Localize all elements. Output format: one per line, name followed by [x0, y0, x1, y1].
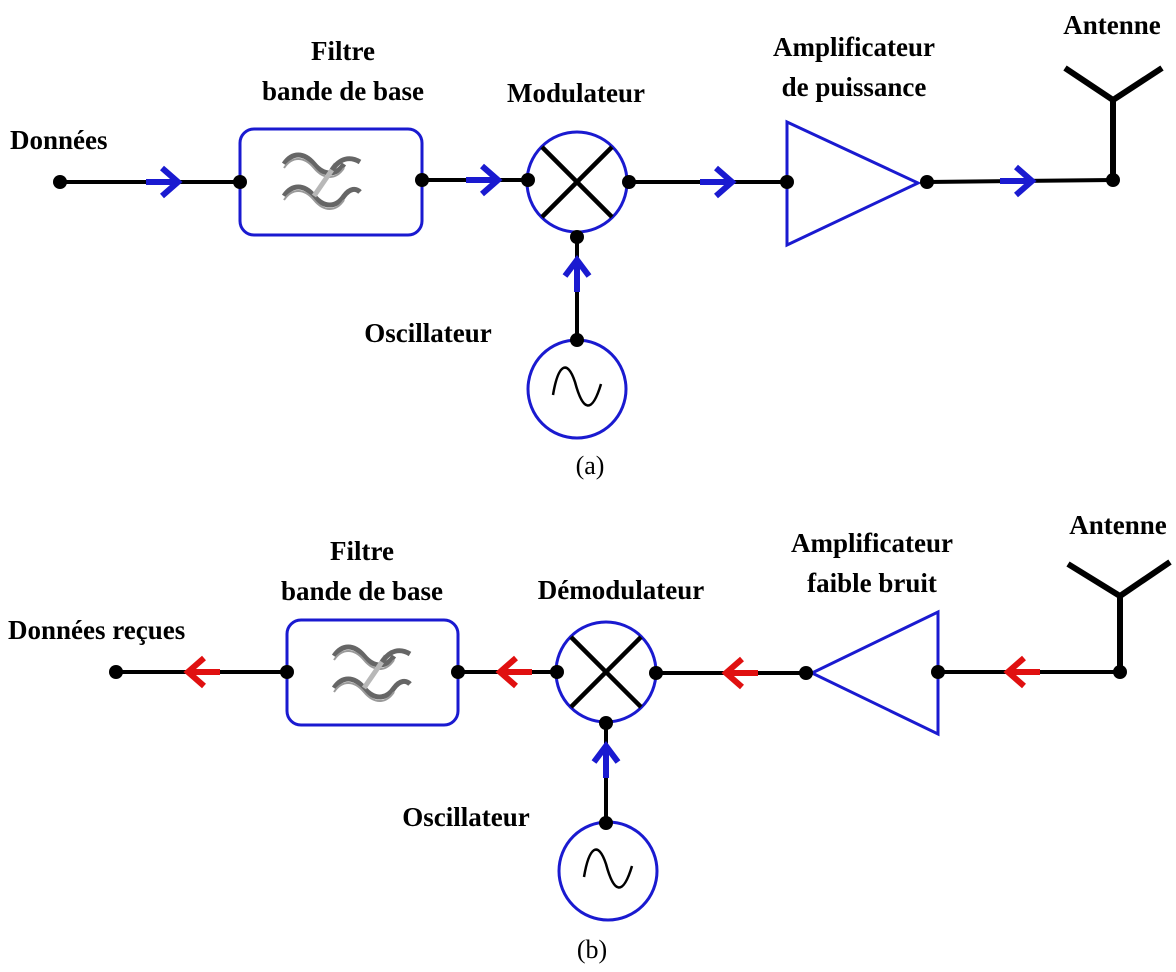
arrow-icon [495, 655, 532, 689]
arrow-icon [562, 255, 592, 292]
rx-antenna [1066, 559, 1172, 672]
arrow-icon [466, 163, 503, 197]
tx-signal-arrows [146, 163, 1037, 292]
receiver-diagram: Données reçues Filtre bande de base Démo… [8, 510, 1172, 964]
rx-filter-label-1: Filtre [330, 536, 394, 566]
rx-amplifier-label-2: faible bruit [807, 568, 937, 598]
rx-amplifier-label-1: Amplificateur [791, 528, 953, 558]
tx-filter-label-2: bande de base [262, 76, 424, 106]
rx-antenna-label: Antenne [1069, 510, 1167, 540]
sine-oscillator-icon [551, 366, 603, 407]
arrow-icon [1003, 655, 1040, 689]
arrow-icon [721, 656, 758, 690]
rx-output-label: Données reçues [8, 615, 185, 645]
rx-filter-label-2: bande de base [281, 576, 443, 606]
rx-mixer [554, 620, 658, 724]
tx-amplifier-label-2: de puissance [782, 72, 927, 102]
tx-nodes [53, 173, 1120, 347]
tx-oscillator-label: Oscillateur [364, 318, 491, 348]
rx-signal-arrows [183, 655, 1040, 778]
antenna-icon [1066, 559, 1172, 600]
rx-caption: (b) [577, 935, 607, 964]
tx-oscillator [526, 338, 628, 440]
sine-oscillator-icon [582, 848, 634, 889]
tx-amplifier-label-1: Amplificateur [773, 32, 935, 62]
rx-oscillator [557, 820, 659, 922]
arrow-icon [146, 165, 183, 199]
rx-oscillator-label: Oscillateur [402, 802, 529, 832]
rx-low-noise-amplifier [808, 609, 940, 737]
tx-input-label: Données [10, 125, 108, 155]
tx-antenna-label: Antenne [1063, 10, 1161, 40]
arrow-icon [591, 741, 621, 778]
transmitter-diagram: Données Filtre bande de base Modulateur … [10, 10, 1164, 480]
tx-caption: (a) [576, 451, 605, 480]
tx-baseband-filter [238, 127, 424, 237]
tx-mixer [525, 130, 629, 234]
rx-mixer-label: Démodulateur [538, 575, 704, 605]
rx-baseband-filter [285, 618, 460, 727]
arrow-icon [700, 165, 737, 199]
arrow-icon [1000, 164, 1037, 198]
rx-nodes [109, 665, 1127, 830]
tx-filter-label-1: Filtre [311, 36, 375, 66]
tx-mixer-label: Modulateur [507, 78, 645, 108]
tx-antenna [1063, 65, 1164, 180]
arrow-icon [183, 655, 220, 689]
tx-power-amplifier [785, 119, 922, 248]
antenna-icon [1063, 65, 1164, 104]
